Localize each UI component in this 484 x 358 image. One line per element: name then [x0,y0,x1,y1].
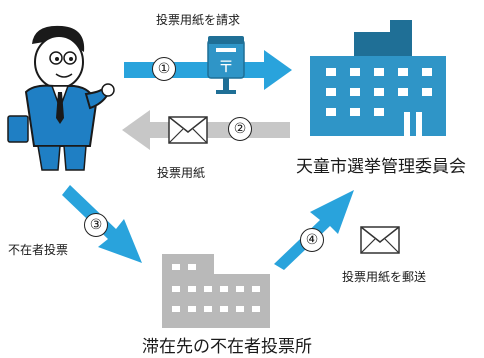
ballot-label: 投票用紙 [157,166,206,180]
envelope-icon [168,116,208,144]
envelope-icon-mail [360,226,400,254]
svg-text:〒: 〒 [218,57,234,76]
absentee-vote-label: 不在者投票 [8,243,69,257]
absentee-office-label: 滞在先の不在者投票所 [142,337,312,357]
voter-person-icon [7,25,115,171]
step-3-badge: ③ [84,213,108,237]
request-ballot-label: 投票用紙を請求 [156,13,241,27]
step-4-badge: ④ [300,228,324,252]
step-1-badge: ① [152,57,176,81]
absentee-office-building-icon [162,254,270,328]
vote-arrow [62,185,142,263]
election-committee-label: 天童市選挙管理委員会 [296,157,466,177]
postbox-icon: 〒 [207,36,245,94]
election-committee-building-icon [310,20,446,136]
mail-ballot-label: 投票用紙を郵送 [342,270,427,284]
step-2-badge: ② [228,117,252,141]
